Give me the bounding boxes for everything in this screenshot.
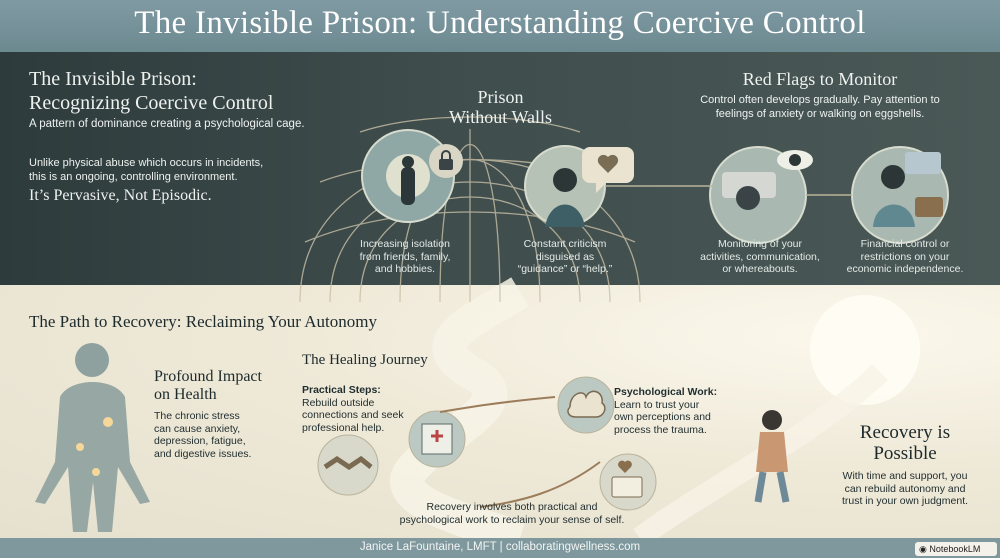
credit-card-icon xyxy=(905,152,941,174)
page-title: The Invisible Prison: Understanding Coer… xyxy=(134,5,866,41)
journey-arrow xyxy=(439,396,556,413)
top-panel-background xyxy=(0,52,1000,300)
footer-bar xyxy=(0,538,1000,558)
isolated-person-icon xyxy=(401,167,415,205)
red-flags-heading: Red Flags to Monitor xyxy=(742,69,898,89)
footer-credit: Janice LaFountaine, LMFT | collaborating… xyxy=(359,541,641,553)
dome-label: Prison Without Walls xyxy=(449,87,552,127)
red-flags-description: Control often develops gradually. Pay at… xyxy=(700,94,940,120)
illustration-layer xyxy=(35,116,949,538)
intro-body: Unlike physical abuse which occurs in in… xyxy=(29,157,264,183)
security-camera-icon xyxy=(722,172,776,198)
intro-tagline: It’s Pervasive, Not Episodic. xyxy=(29,187,212,204)
person-with-chains-icon xyxy=(881,165,905,189)
sun-icon xyxy=(810,295,920,405)
notebooklm-logo-icon: ◉ xyxy=(919,544,930,554)
walking-woman-icon xyxy=(754,410,790,503)
journey-heading: The Healing Journey xyxy=(302,352,428,368)
human-body-icon xyxy=(35,343,150,532)
recovery-heading: The Path to Recovery: Reclaiming Your Au… xyxy=(29,312,377,331)
distressed-person-icon xyxy=(553,168,577,192)
wallet-icon xyxy=(915,197,943,217)
intro-heading: The Invisible Prison: Recognizing Coerci… xyxy=(29,68,274,114)
notebooklm-label: NotebookLM xyxy=(929,544,981,554)
notebooklm-badge: ◉ NotebookLM xyxy=(915,542,997,556)
winding-path xyxy=(390,277,529,538)
title-bar xyxy=(0,0,1000,52)
intro-subtitle: A pattern of dominance creating a psycho… xyxy=(29,118,305,130)
